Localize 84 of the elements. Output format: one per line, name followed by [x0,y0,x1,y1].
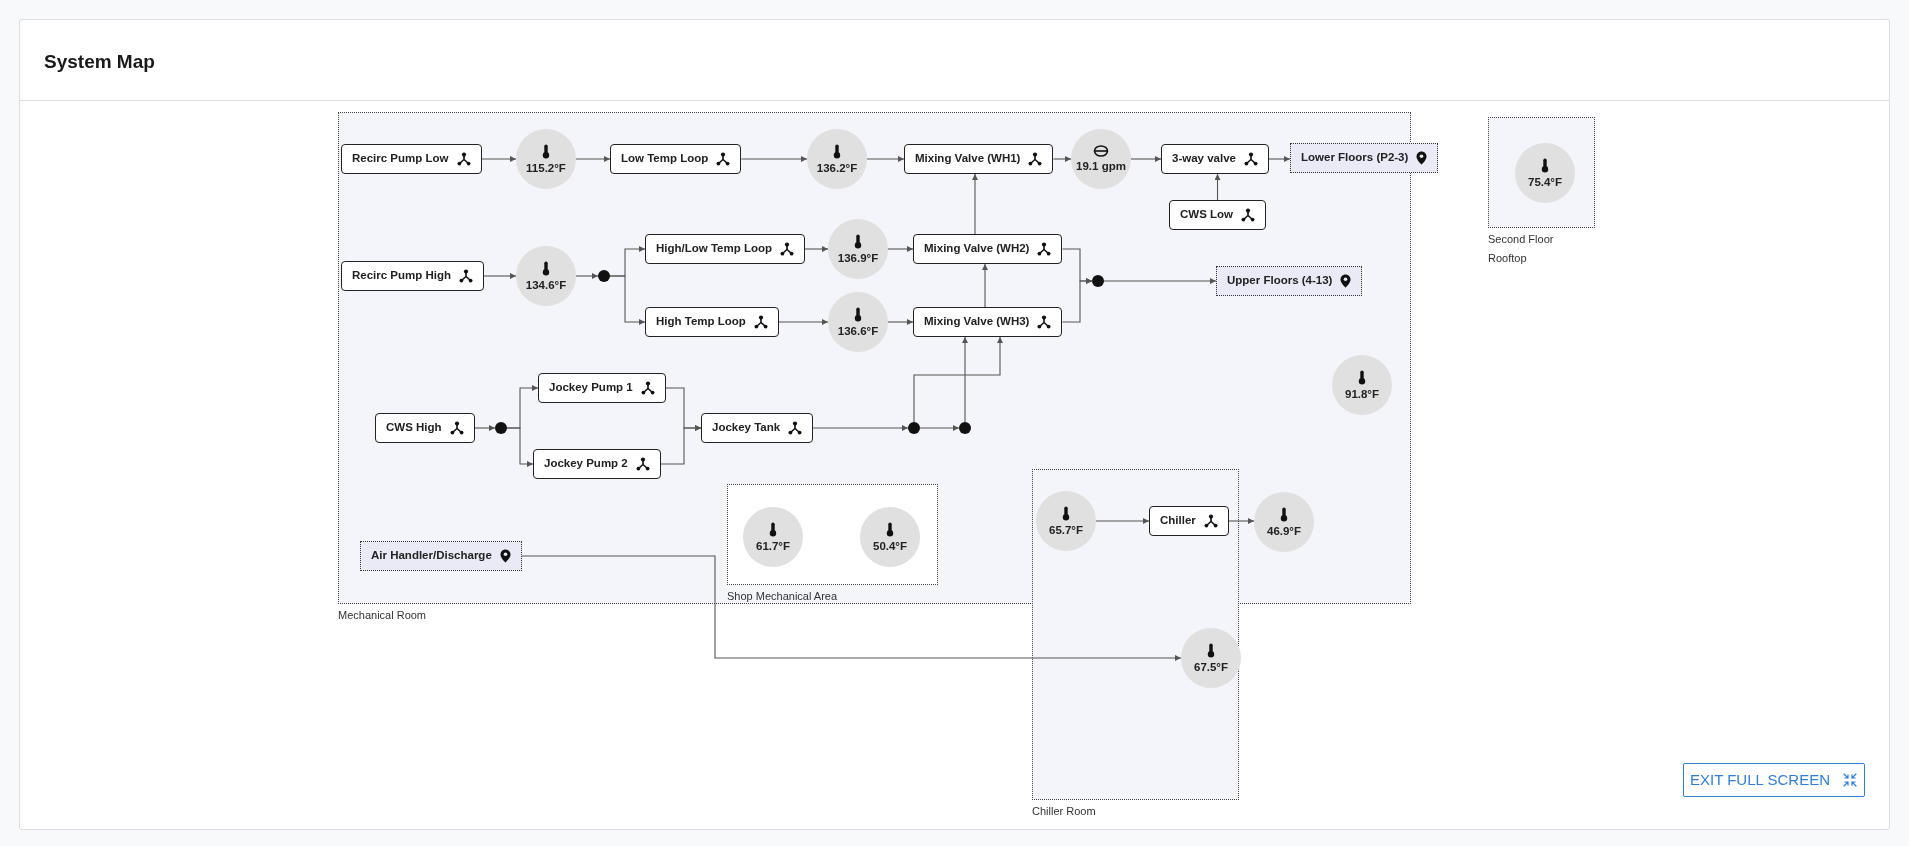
equipment-box [533,449,661,479]
sensor-reading: 136.6°F [837,323,879,338]
pipe-connector [474,425,496,431]
equipment-box [538,373,666,403]
equipment-label: Recirc Pump High [352,268,452,284]
equipment-label: High/Low Temp Loop [656,241,773,257]
pipe-connector [1130,156,1162,162]
sensor-reading: 19.1 gpm [1076,159,1126,173]
pipe-connector [575,273,599,279]
equipment-box [1169,200,1267,230]
equipment-label: High Temp Loop [656,314,746,330]
pipe-connector [483,273,517,279]
equipment-label: Mixing Valve (WH1) [915,151,1021,167]
location-box [1216,266,1363,296]
equipment-label: Low Temp Loop [621,151,709,167]
equipment-box [913,234,1063,264]
page-title: System Map [44,50,155,74]
sensor-reading: 136.2°F [816,160,858,175]
equipment-label: 3-way valve [1172,151,1236,167]
pipe-connector [812,425,909,431]
exit-full-screen-button: EXIT FULL SCREEN [1683,763,1865,797]
pipe-connector [778,319,829,325]
equipment-label: Jockey Pump 1 [549,380,633,396]
equipment-label: CWS Low [1180,207,1234,223]
pipe-connector [913,336,1003,423]
pipe-connector [887,246,914,252]
equipment-box [341,261,485,291]
pipe-connector [1103,278,1217,284]
pipe-connector [982,263,988,308]
equipment-box [701,413,814,443]
zone-label: Chiller Room [1032,804,1096,819]
pipe-connector [1268,156,1291,162]
zone-label: Mechanical Room [338,608,427,623]
pipe-connector [575,156,611,162]
pipe-connector [1061,278,1093,323]
equipment-label: Jockey Tank [712,420,781,436]
location-box [1290,143,1439,173]
sensor-reading: 67.5°F [1194,659,1228,674]
sensor-reading: 61.7°F [756,538,790,553]
pipe-connector [1214,173,1221,201]
pipe-connector [866,156,905,162]
pipe-connector [972,173,978,235]
sensor-reading: 50.4°F [873,538,907,553]
pipe-connector [740,156,808,162]
equipment-label: Mixing Valve (WH2) [924,241,1030,257]
sensor-reading: 91.8°F [1345,386,1379,401]
zone-label: Second Floor Rooftop [1488,232,1555,266]
equipment-box [610,144,742,174]
sensor-reading: 136.9°F [837,250,879,265]
equipment-label: Recirc Pump Low [352,151,449,167]
equipment-label: Chiller [1160,513,1196,529]
pipe-connector [506,427,534,467]
equipment-label: Upper Floors (4-13) [1227,273,1333,289]
pipe-connector [480,156,517,162]
equipment-box [904,144,1054,174]
pipe-connector [962,336,968,423]
sensor-reading: 46.9°F [1267,523,1301,538]
pipe-connector [1228,518,1255,524]
pipe-connector [609,275,646,325]
location-box [360,541,522,571]
pipe-connector [521,555,1182,661]
equipment-box [341,144,482,174]
equipment-label: Mixing Valve (WH3) [924,314,1030,330]
equipment-box [645,307,779,337]
equipment-box [375,413,475,443]
sensor-reading: 75.4°F [1528,174,1562,189]
pipe-connector [660,425,702,465]
equipment-label: CWS High [386,420,442,436]
equipment-label: Jockey Pump 2 [544,456,628,472]
pipe-connector [804,246,829,252]
sensor-reading: 115.2°F [526,160,566,175]
equipment-box [1161,144,1269,174]
pipe-connector [1095,518,1150,524]
pipe-connector [919,425,960,431]
sensor-reading: 134.6°F [525,277,567,292]
pipe-connector [1052,156,1072,162]
equipment-label: Air Handler/Discharge [371,548,492,564]
equipment-label: Lower Floors (P2-3) [1301,150,1409,166]
sensor-reading: 65.7°F [1049,522,1083,537]
equipment-box [1149,506,1229,536]
equipment-box [913,307,1063,337]
pipe-connector [887,319,914,325]
zone-label: Shop Mechanical Area [727,589,838,604]
equipment-box [645,234,806,264]
